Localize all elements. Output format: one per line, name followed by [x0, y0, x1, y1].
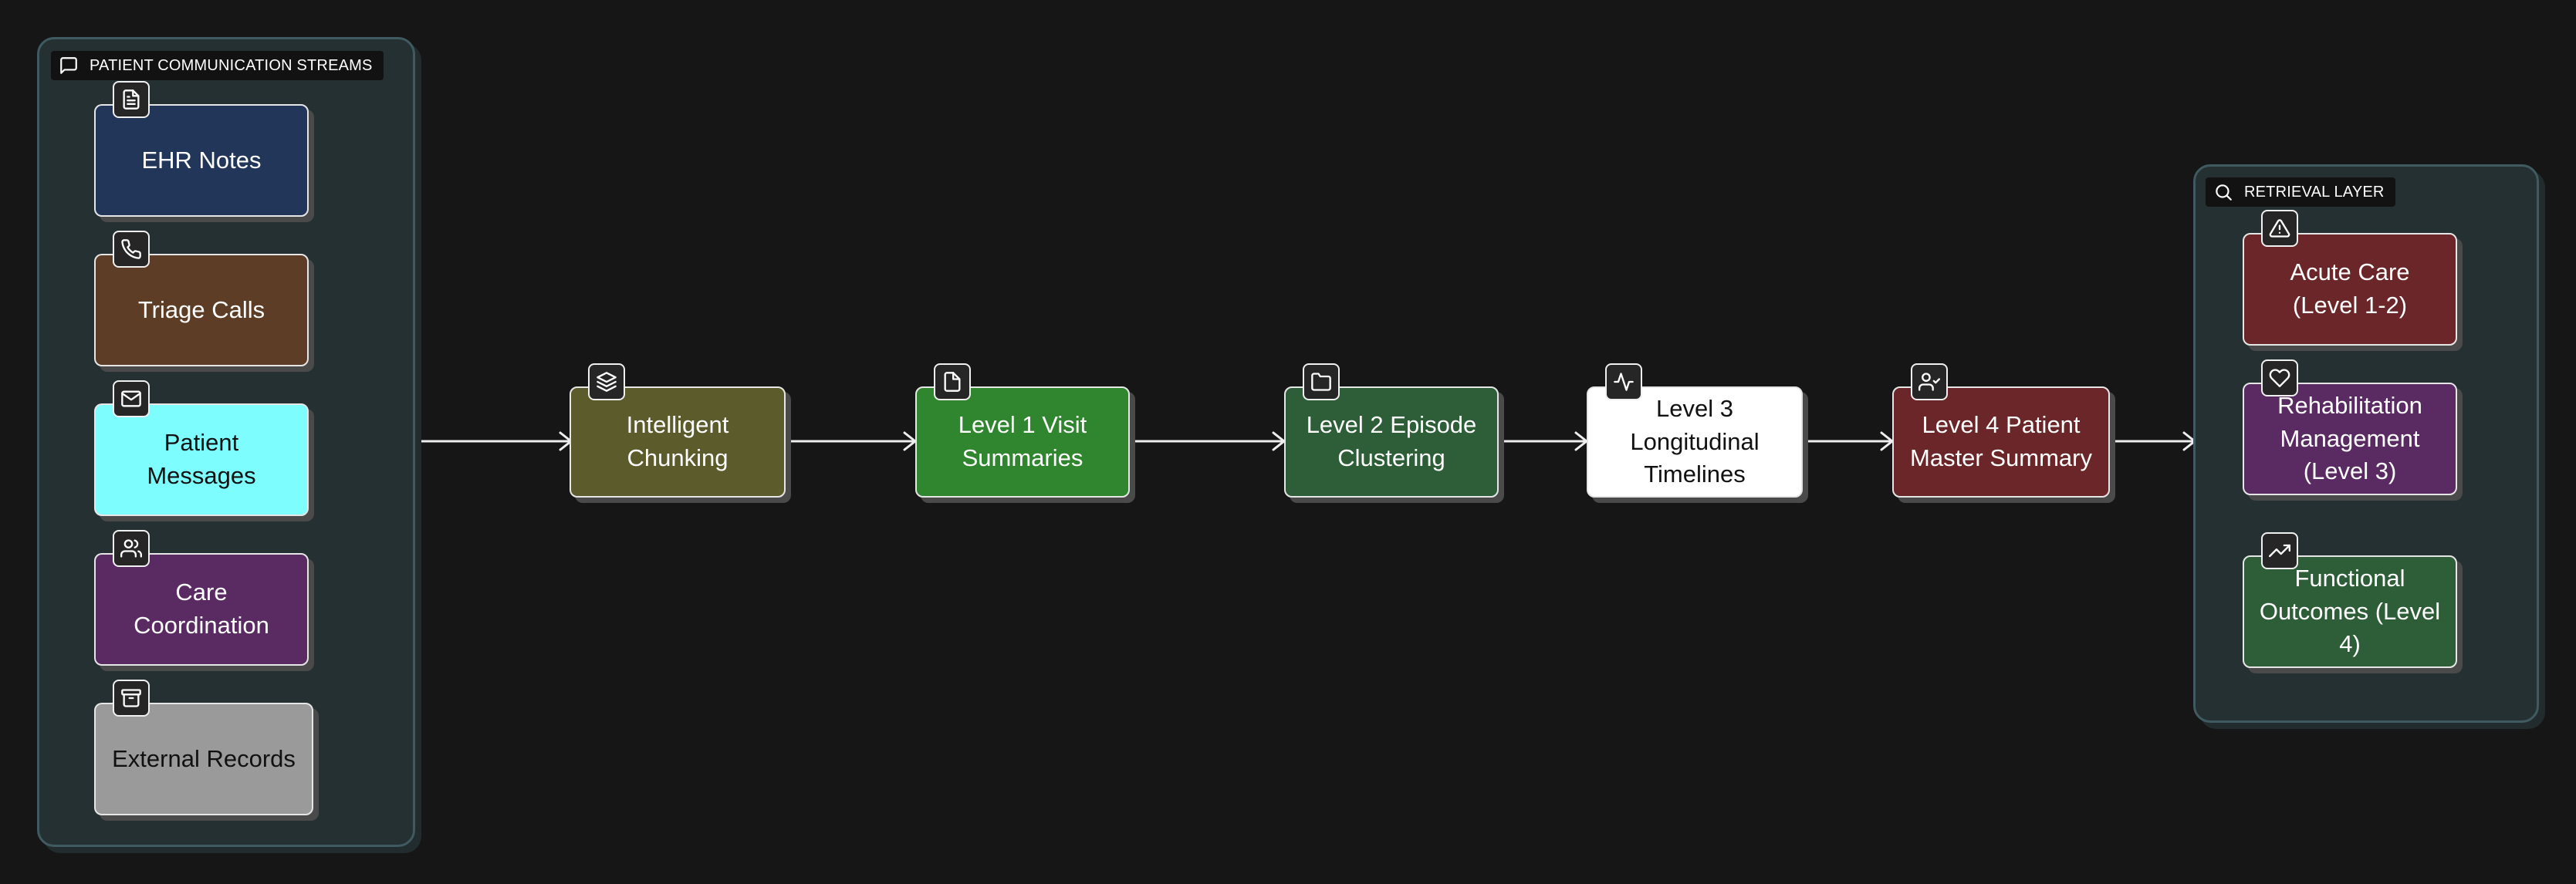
edge-level2-to-level3	[1497, 431, 1588, 451]
message-square-icon	[59, 56, 79, 76]
alert-triangle-icon	[2261, 210, 2298, 247]
level-3-longitudinal-timelines-node[interactable]: Level 3 Longitudinal Timelines	[1587, 386, 1803, 498]
trending-up-icon	[2261, 532, 2298, 569]
ehr-notes-node[interactable]: EHR Notes	[94, 104, 309, 217]
acute-care-node[interactable]: Acute Care (Level 1-2)	[2243, 233, 2457, 346]
triage-calls-node[interactable]: Triage Calls	[94, 254, 309, 366]
patient-messages-node[interactable]: Patient Messages	[94, 403, 309, 516]
intelligent-chunking-node[interactable]: Intelligent Chunking	[570, 386, 786, 498]
heart-icon	[2261, 359, 2298, 396]
user-check-icon	[1911, 363, 1948, 400]
search-icon	[2213, 182, 2233, 202]
activity-icon	[1605, 363, 1642, 400]
care-coordination-node[interactable]: Care Coordination	[94, 553, 309, 666]
edge-chunking-to-level1	[784, 431, 917, 451]
level-2-episode-clustering-node[interactable]: Level 2 Episode Clustering	[1284, 386, 1499, 498]
archive-icon	[113, 680, 150, 717]
file-icon	[934, 363, 971, 400]
external-records-node[interactable]: External Records	[94, 703, 313, 815]
rehabilitation-management-node[interactable]: Rehabilitation Management (Level 3)	[2243, 383, 2457, 495]
edge-level1-to-level2	[1128, 431, 1286, 451]
folder-icon	[1303, 363, 1340, 400]
edge-streams-to-chunking	[415, 431, 573, 451]
patient-communication-streams-label: PATIENT COMMUNICATION STREAMS	[51, 51, 384, 80]
edge-level3-to-level4	[1801, 431, 1894, 451]
group-title: RETRIEVAL LAYER	[2244, 183, 2385, 201]
phone-icon	[113, 231, 150, 268]
file-text-icon	[113, 81, 150, 118]
retrieval-layer-label: RETRIEVAL LAYER	[2206, 177, 2395, 207]
users-icon	[113, 530, 150, 567]
functional-outcomes-node[interactable]: Functional Outcomes (Level 4)	[2243, 555, 2457, 668]
mail-icon	[113, 380, 150, 417]
edge-level4-to-retrieval	[2108, 431, 2196, 451]
level-4-patient-master-summary-node[interactable]: Level 4 Patient Master Summary	[1892, 386, 2110, 498]
level-1-visit-summaries-node[interactable]: Level 1 Visit Summaries	[915, 386, 1130, 498]
group-title: PATIENT COMMUNICATION STREAMS	[90, 56, 373, 74]
layers-icon	[588, 363, 625, 400]
